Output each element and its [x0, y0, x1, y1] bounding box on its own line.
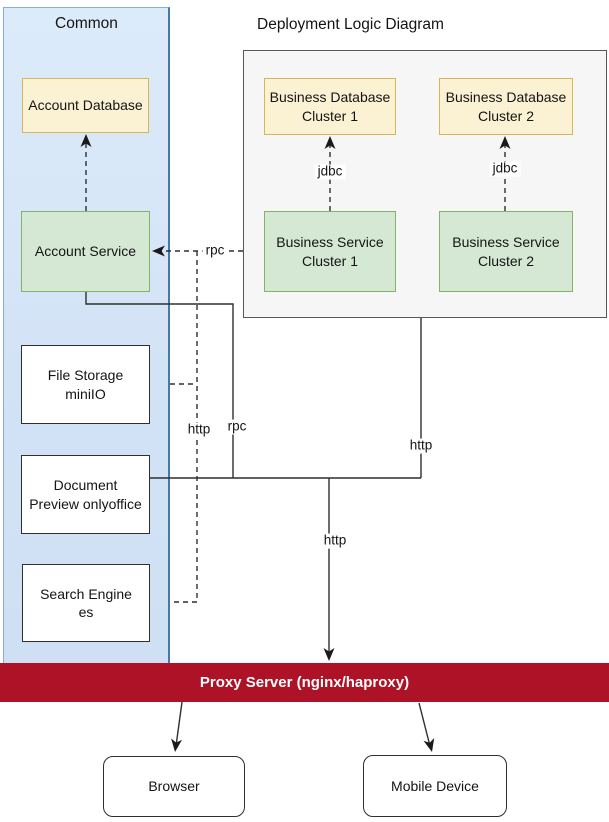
arrowhead-browser — [171, 738, 183, 752]
node-label: Mobile Device — [391, 777, 479, 794]
node-label: Account Database — [28, 97, 143, 114]
proxy-server-banner: Proxy Server (nginx/haproxy) — [0, 663, 609, 702]
node-label: es — [78, 604, 94, 620]
node-label: Preview onlyoffice — [29, 495, 142, 512]
arrowhead-http-proxy — [323, 648, 335, 661]
business-service-cluster-2-node: Business Service Cluster 2 — [439, 211, 573, 292]
account-service-node: Account Service — [21, 211, 150, 292]
edge-label-rpc-dashed: rpc — [202, 243, 228, 259]
node-label: Search Engine — [40, 585, 132, 602]
edge-label-rpc-solid: rpc — [224, 419, 250, 435]
search-engine-node: Search Engine es — [22, 564, 150, 642]
edge-label-jdbc-2: jdbc — [489, 161, 521, 177]
browser-node: Browser — [103, 756, 245, 817]
account-database-node: Account Database — [22, 78, 149, 133]
node-label: Cluster 2 — [477, 107, 535, 124]
node-label: Account Service — [34, 243, 137, 260]
node-label: Business Database — [445, 89, 567, 106]
common-zone-title: Common — [55, 15, 118, 32]
proxy-server-label: Proxy Server (nginx/haproxy) — [199, 674, 410, 691]
node-label: Cluster 2 — [477, 252, 535, 269]
edge-label-http-deployment: http — [406, 438, 436, 454]
node-label: Business Service — [276, 234, 384, 251]
mobile-device-node: Mobile Device — [363, 755, 507, 817]
document-preview-node: Document Preview onlyoffice — [21, 455, 150, 534]
node-label: Browser — [148, 778, 200, 795]
node-label: Business Service — [452, 234, 560, 251]
edge-label-http-dashed: http — [184, 422, 214, 438]
business-database-cluster-1-node: Business Database Cluster 1 — [264, 78, 396, 135]
edge-label-jdbc-1: jdbc — [314, 164, 346, 180]
node-label: Business Database — [269, 89, 391, 106]
arrowhead-mobile — [423, 738, 435, 752]
edge-proxy-to-browser — [175, 701, 183, 747]
edge-proxy-to-mobile — [418, 702, 431, 747]
node-label: Document — [53, 477, 118, 494]
deployment-zone-title: Deployment Logic Diagram — [257, 16, 444, 33]
business-service-cluster-1-node: Business Service Cluster 1 — [264, 211, 396, 292]
node-label: File Storage — [47, 367, 124, 384]
file-storage-node: File Storage miniIO — [21, 345, 150, 424]
node-label: Cluster 1 — [301, 252, 359, 269]
node-label: Cluster 1 — [301, 107, 359, 124]
business-database-cluster-2-node: Business Database Cluster 2 — [439, 78, 573, 135]
edge-label-http-proxy: http — [320, 533, 350, 549]
node-label: miniIO — [65, 385, 106, 402]
